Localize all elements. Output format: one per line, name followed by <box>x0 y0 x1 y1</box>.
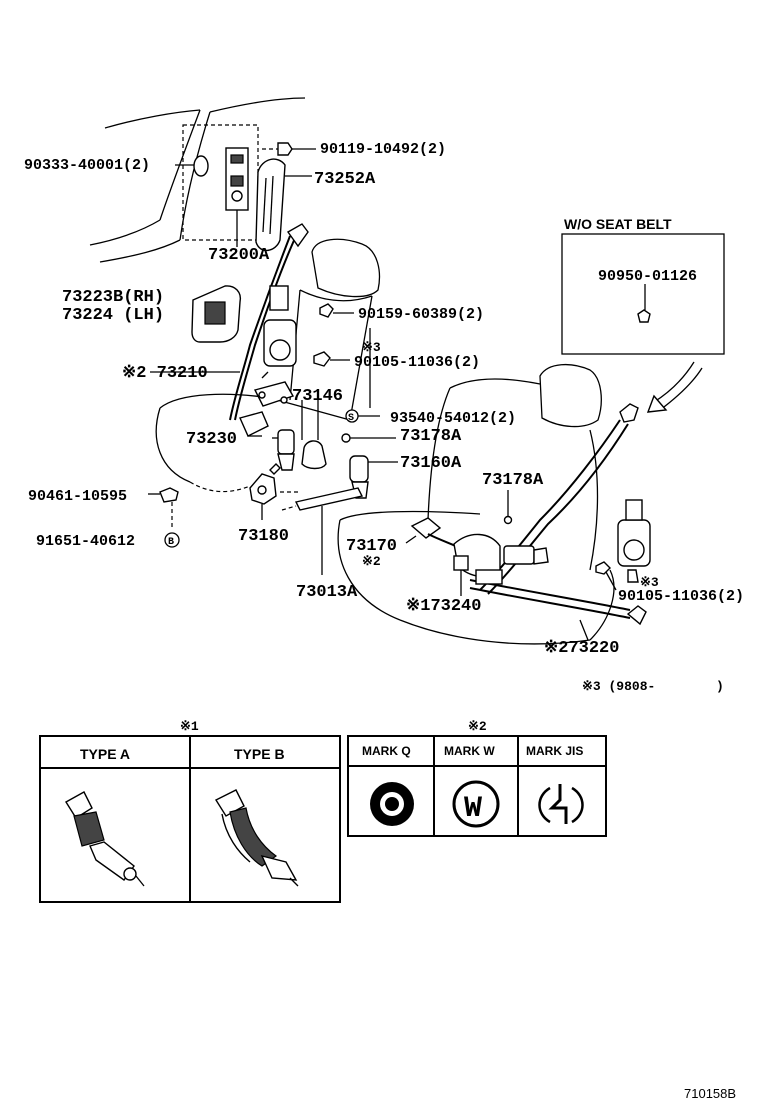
label-90105-11036-a: 90105-11036(2) <box>354 354 480 371</box>
label-73180: 73180 <box>238 527 289 546</box>
mark-jis-symbol <box>538 784 584 824</box>
legend2-mark: ※2 <box>468 719 487 734</box>
label-73223b: 73223B(RH) <box>62 288 164 307</box>
cover-73223b-drawing <box>191 285 242 343</box>
legend-type-table <box>39 735 341 903</box>
type-a-buckle-drawing <box>65 791 145 887</box>
nut-73178a-right-drawing <box>503 515 513 525</box>
bar-73013a-drawing <box>281 487 364 575</box>
label-73220: ※273220 <box>544 639 619 658</box>
legend-mark-table <box>347 735 607 837</box>
mark-w-symbol <box>452 780 500 828</box>
fastener-90461-drawing <box>148 487 179 528</box>
buckle-73180-drawing <box>249 463 300 520</box>
front-seat-right-drawing <box>337 364 651 645</box>
label-73200a: 73200A <box>208 246 270 265</box>
nut-73178a-drawing <box>341 433 351 443</box>
wo-seat-belt-title: W/O SEAT BELT <box>564 216 672 232</box>
label-73178a-2: 73178A <box>482 471 544 490</box>
label-73224: 73224 (LH) <box>62 306 164 325</box>
label-73230: 73230 <box>186 430 237 449</box>
retractor-73200a-drawing <box>225 147 249 247</box>
label-73210: ※2 73210 <box>122 364 208 383</box>
wo-seat-belt-box <box>561 233 725 413</box>
buckle-73230-drawing <box>272 429 295 471</box>
leader-73220 <box>579 619 589 641</box>
label-90105-11036-b: 90105-11036(2) <box>618 588 744 605</box>
label-mark2-a: ※2 <box>362 554 381 569</box>
bolt-90105-left-drawing <box>313 351 350 367</box>
circle-b-text: B <box>168 537 174 548</box>
front-seat-left-drawing <box>155 223 381 493</box>
note-mark3-close: ) <box>716 679 724 694</box>
pillar-panel-drawing <box>89 97 306 263</box>
circle-s-text: S <box>348 413 354 424</box>
bolt-90105-right-drawing <box>595 561 617 591</box>
label-90159-60389: 90159-60389(2) <box>358 306 484 323</box>
figure-id: 710158B <box>684 1086 736 1101</box>
legend1-type-a: TYPE A <box>80 746 130 762</box>
mark-w-letter: W <box>464 792 482 826</box>
label-73013a: 73013A <box>296 583 358 602</box>
label-73252a: 73252A <box>314 170 376 189</box>
label-90950-01126: 90950-01126 <box>598 268 697 285</box>
cover-73146-drawing <box>301 398 327 470</box>
cover-73252a-drawing <box>255 158 312 252</box>
legend1-type-b: TYPE B <box>234 746 285 762</box>
bolt-90119-drawing <box>262 142 316 156</box>
legend2-mark-q: MARK Q <box>362 744 411 758</box>
legend2-mark-w: MARK W <box>444 744 495 758</box>
bolt-90159-drawing <box>319 303 354 318</box>
type-b-buckle-drawing <box>214 789 299 887</box>
label-73170: 73170 <box>346 537 397 556</box>
harness-73240-drawing <box>405 517 549 596</box>
label-73146: 73146 <box>292 387 343 406</box>
label-90333-40001: 90333-40001(2) <box>24 157 150 174</box>
label-73178a-1: 73178A <box>400 427 462 446</box>
legend1-mark: ※1 <box>180 719 199 734</box>
legend2-mark-jis: MARK JIS <box>526 744 583 758</box>
circle-b-marker: B <box>164 532 180 548</box>
label-mark3-b: ※3 <box>640 575 659 590</box>
label-mark3-a: ※3 <box>362 340 381 355</box>
label-73240: ※173240 <box>406 597 481 616</box>
mark-q-symbol <box>370 782 414 826</box>
note-mark3-date: ※3 (9808- <box>582 679 655 694</box>
label-73160a: 73160A <box>400 454 462 473</box>
label-90461-10595: 90461-10595 <box>28 488 127 505</box>
label-90119-10492: 90119-10492(2) <box>320 141 446 158</box>
label-91651-40612: 91651-40612 <box>36 533 135 550</box>
label-93540-54012: 93540-54012(2) <box>390 410 516 427</box>
circle-s-marker: S <box>345 409 359 424</box>
